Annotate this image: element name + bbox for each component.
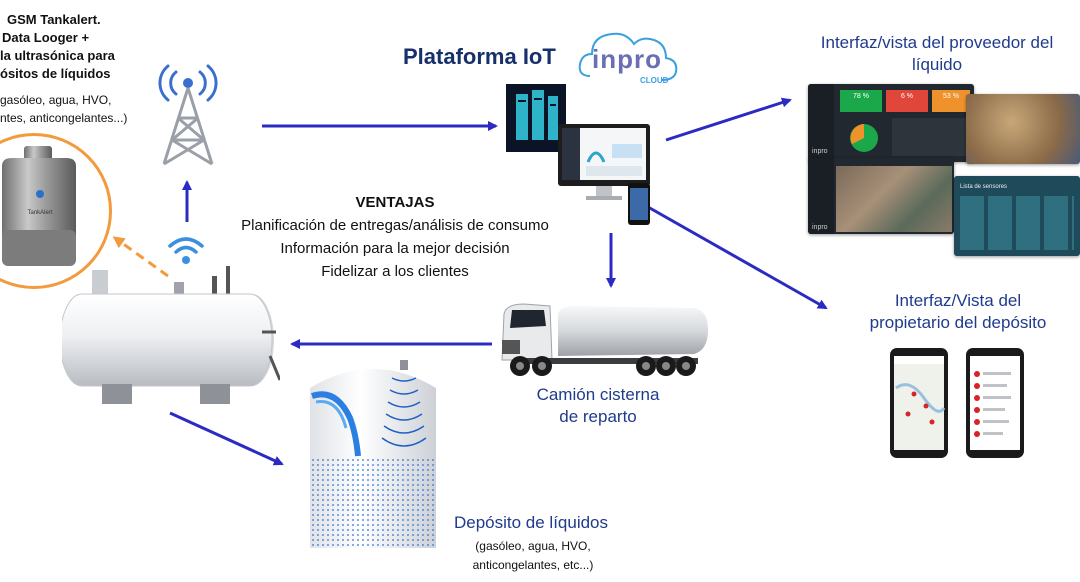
server-rack-image [506, 84, 566, 152]
arrow-tank-to-deposit [169, 411, 284, 466]
owner-phone-list-image [966, 348, 1024, 458]
truck-label: Camión cisterna de reparto [508, 384, 688, 428]
pie-chart-icon [850, 124, 878, 152]
ventajas-heading: VENTAJAS [355, 194, 435, 211]
sensor-cards [960, 196, 1074, 250]
dashboard-table [892, 118, 968, 156]
inpro-brand: inpro [592, 44, 662, 74]
radio-tower-icon [158, 64, 218, 166]
kpi-value-2: 6 % [900, 93, 914, 100]
svg-text:TankAlert: TankAlert [27, 210, 52, 216]
ventajas-item: Información para la mejor decisión [280, 240, 510, 257]
owner-title-2: propietario del depósito [869, 313, 1047, 332]
inpro-cloud-logo [578, 32, 678, 81]
kpi-green: 78 % [840, 90, 882, 112]
provider-title: Interfaz/vista del proveedor del líquido [794, 32, 1080, 76]
tankalert-device-icon: TankAlert [2, 146, 76, 266]
device-line-2: Data Looger + [2, 30, 90, 45]
deposit-detail-2: anticongelantes, etc...) [472, 558, 594, 572]
kpi-red: 6 % [886, 90, 928, 112]
deposit-detail: (gasóleo, agua, HVO, anticongelantes, et… [440, 537, 626, 575]
wifi-icon [168, 237, 204, 264]
liquid-deposit-illustration [310, 360, 436, 548]
monitor-image [558, 124, 650, 200]
kpi-value-3: 53 % [943, 93, 959, 100]
dashed-arrow-sensor-to-device [112, 236, 169, 278]
arrow-platform-to-provider [665, 97, 792, 142]
device-title: GSM Tankalert. Data Looger + la ultrasón… [0, 11, 170, 83]
ventajas-item: Planificación de entregas/análisis de co… [241, 217, 549, 234]
kpi-orange: 53 % [932, 90, 970, 112]
map-logo: inpro [812, 224, 828, 231]
kpi-value-1: 78 % [853, 93, 869, 100]
ventajas-block: VENTAJAS Planificación de entregas/análi… [236, 191, 554, 283]
ventajas-item: Fidelizar a los clientes [321, 263, 469, 280]
provider-title-1: Interfaz/vista del proveedor del [820, 33, 1054, 52]
truck-label-2: de reparto [559, 407, 637, 426]
map-area [836, 166, 952, 232]
owner-title: Interfaz/Vista del propietario del depós… [836, 290, 1080, 334]
inpro-brand-sub: CLOUD [640, 76, 669, 85]
provider-dashboard-kpi: 78 % 6 % 53 % inpro [808, 84, 974, 162]
platform-title: Plataforma IoT [403, 44, 556, 69]
deposit-title: Depósito de líquidos [453, 513, 609, 532]
provider-satellite-map [966, 94, 1080, 164]
dashboard-logo: inpro [812, 148, 828, 155]
provider-city-map: inpro [808, 158, 954, 234]
device-detail: gasóleo, agua, HVO, ntes, anticongelante… [0, 91, 170, 127]
device-line-3: la ultrasónica para [0, 48, 115, 63]
device-detail-2: ntes, anticongelantes...) [0, 111, 128, 125]
provider-sensor-list: Lista de sensores [954, 176, 1080, 256]
provider-title-2: líquido [911, 55, 963, 74]
deposit-detail-1: (gasóleo, agua, HVO, [475, 539, 591, 553]
sensor-list-title: Lista de sensores [960, 184, 1008, 190]
map-sidebar [808, 158, 834, 234]
phone-image [628, 183, 650, 225]
device-detail-1: gasóleo, agua, HVO, [0, 93, 112, 107]
device-line-1: GSM Tankalert. [7, 12, 101, 27]
storage-tank-image [62, 266, 280, 404]
tanker-truck-image [501, 303, 708, 376]
dashboard-sidebar [808, 84, 834, 162]
arrow-phone-to-owner [647, 205, 828, 310]
owner-title-1: Interfaz/Vista del [894, 291, 1022, 310]
device-line-4: ósitos de líquidos [0, 66, 111, 81]
owner-phone-map-image [890, 348, 948, 458]
truck-label-1: Camión cisterna [536, 385, 660, 404]
